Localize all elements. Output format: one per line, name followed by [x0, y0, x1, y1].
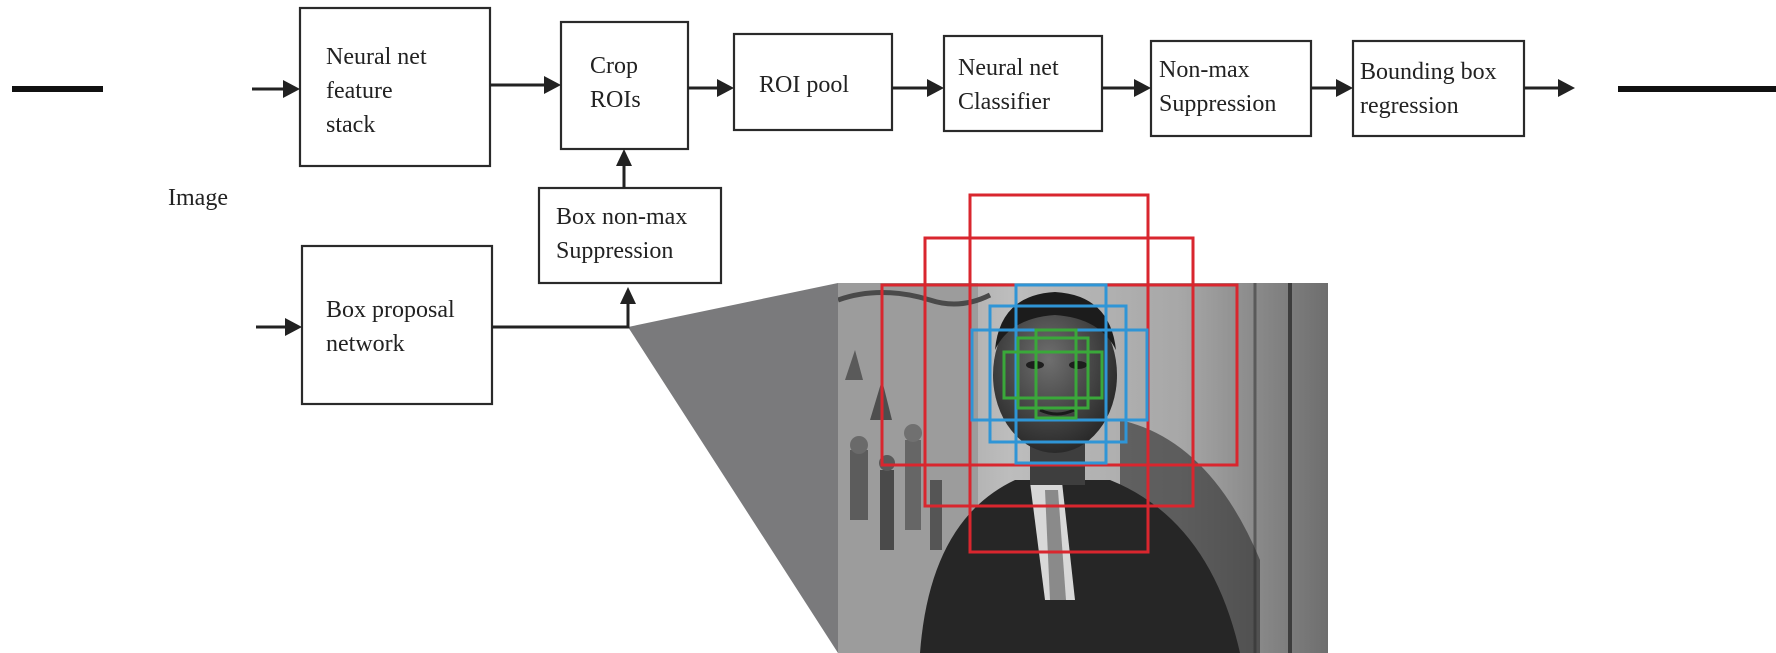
- edges: [252, 76, 1575, 336]
- feature-stack-box: [298, 6, 492, 168]
- crop-rois-box: [559, 20, 690, 151]
- image-label: Image: [168, 185, 228, 211]
- roi-pool-box: [732, 32, 894, 132]
- zoom-wedge: [628, 283, 838, 653]
- bbox-regression-box: [1351, 39, 1526, 138]
- classifier-box: [942, 34, 1104, 133]
- box-non-max-box: [537, 186, 723, 285]
- roi-pool-label: ROI pool: [759, 72, 849, 98]
- classifier-label: Neural net Classifier: [958, 55, 1065, 115]
- non-max-box: [1149, 39, 1313, 138]
- feature-stack-label: Neural net feature stack: [326, 44, 433, 138]
- green-proposal-boxes: [1002, 328, 1104, 420]
- box-proposal-box: [300, 244, 494, 406]
- crop-rois-label: Crop ROIs: [590, 53, 644, 113]
- box-proposal-label: Box proposal network: [326, 297, 461, 357]
- photo: [838, 283, 1328, 653]
- box-non-max-label: Box non-max Suppression: [556, 204, 693, 264]
- non-max-label: Non-max Suppression: [1159, 57, 1276, 117]
- bbox-regression-label: Bounding box regression: [1360, 59, 1503, 119]
